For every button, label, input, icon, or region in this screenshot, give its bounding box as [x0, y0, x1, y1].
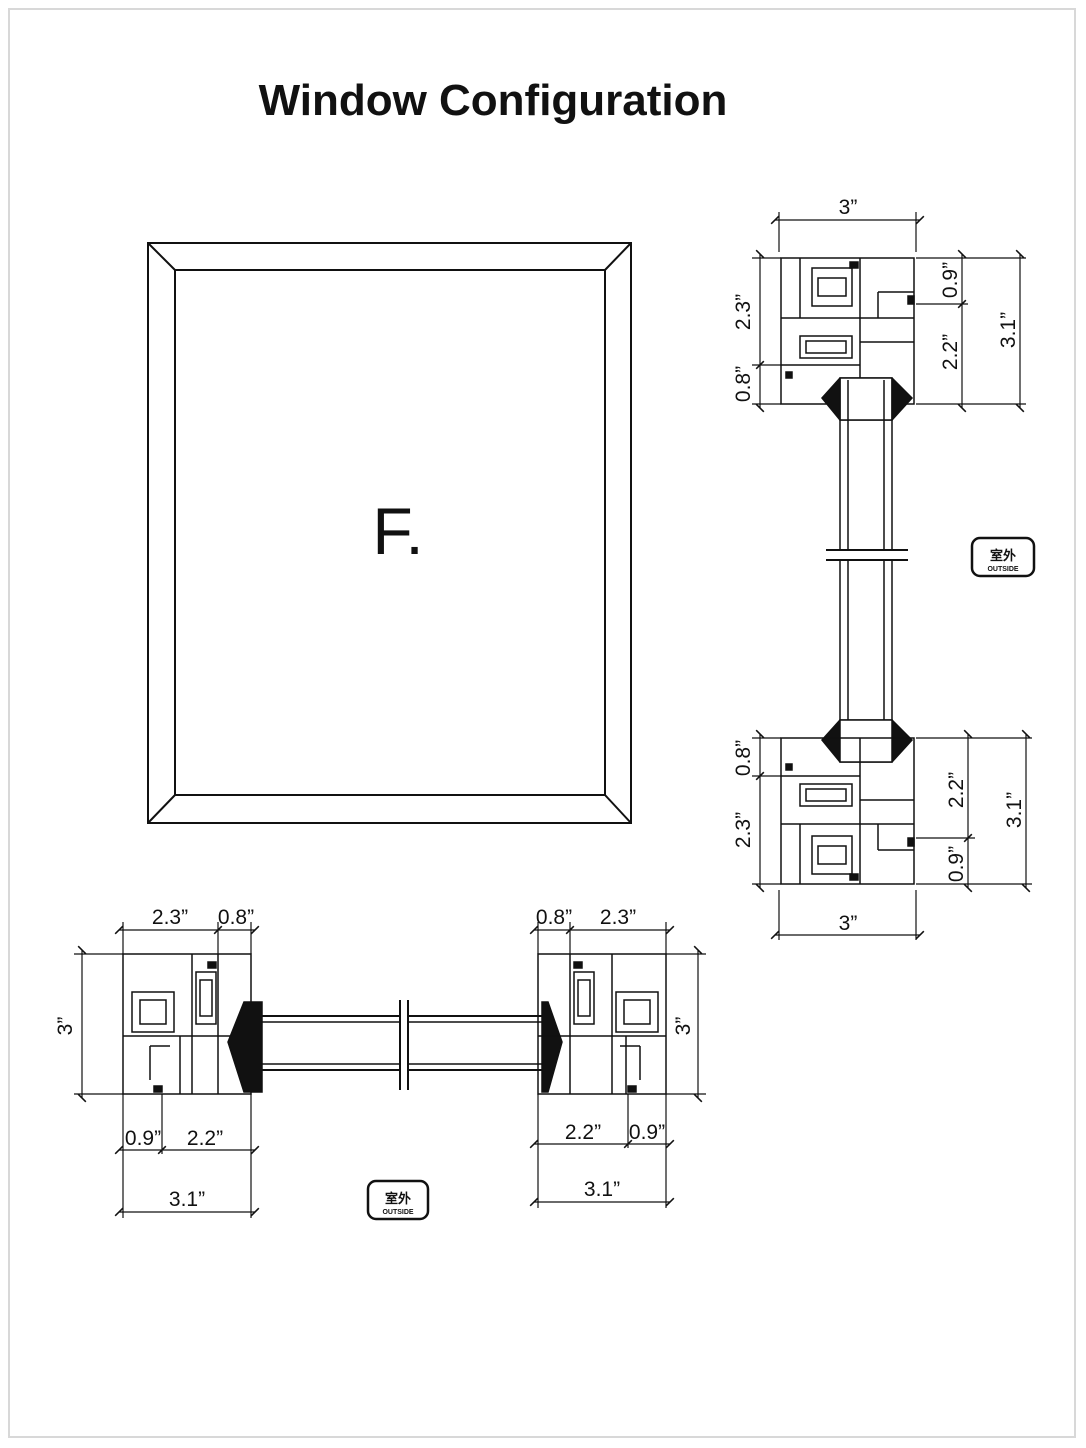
vb-width-label: 3” — [839, 912, 858, 935]
hr-2-2-label: 2.2” — [565, 1121, 601, 1144]
vt-0-8-label: 0.8” — [732, 366, 755, 402]
outside-en-text: OUTSIDE — [382, 1209, 413, 1216]
vb-2-3-label: 2.3” — [732, 812, 755, 848]
vertical-bottom-dimensions — [752, 729, 1032, 940]
outside-cn-text: 室外 — [385, 1191, 411, 1207]
hl-3-label: 3” — [54, 1017, 77, 1036]
hr-0-9-label: 0.9” — [629, 1121, 665, 1144]
vt-3-1-label: 3.1” — [997, 312, 1020, 348]
hr-0-8-label: 0.8” — [536, 906, 572, 929]
hl-0-8-label: 0.8” — [218, 906, 254, 929]
hr-2-3-label: 2.3” — [600, 906, 636, 929]
window-label: F. — [372, 494, 423, 568]
horizontal-left-dimensions — [74, 922, 260, 1218]
horizontal-right-dimensions — [529, 922, 706, 1208]
vertical-section — [752, 212, 1032, 940]
hl-2-3-label: 2.3” — [152, 906, 188, 929]
vb-0-8-label: 0.8” — [732, 740, 755, 776]
horizontal-section — [74, 922, 706, 1218]
vertical-top-dimensions — [752, 212, 1026, 413]
outside-en-text: OUTSIDE — [987, 566, 1018, 573]
vb-0-9-label: 0.9” — [945, 846, 968, 882]
hl-3-1-label: 3.1” — [169, 1188, 205, 1211]
vt-0-9-label: 0.9” — [939, 262, 962, 298]
vertical-bottom-profile — [780, 737, 915, 885]
horizontal-glass-unit — [227, 1000, 563, 1093]
hl-2-2-label: 2.2” — [187, 1127, 223, 1150]
vt-width-label: 3” — [839, 196, 858, 219]
vertical-glass-unit — [821, 377, 914, 763]
vb-3-1-label: 3.1” — [1003, 792, 1026, 828]
horizontal-left-profile — [122, 953, 252, 1095]
hr-3-label: 3” — [672, 1017, 695, 1036]
vt-2-3-label: 2.3” — [732, 294, 755, 330]
horizontal-right-profile — [537, 953, 667, 1095]
vt-2-2-label: 2.2” — [939, 334, 962, 370]
outside-badge-bottom: 室外 OUTSIDE — [366, 1179, 430, 1221]
hl-0-9-label: 0.9” — [125, 1127, 161, 1150]
window-elevation — [147, 242, 632, 824]
outside-badge-right: 室外 OUTSIDE — [970, 536, 1036, 578]
page-title: Window Configuration — [258, 76, 728, 125]
hr-3-1-label: 3.1” — [584, 1178, 620, 1201]
vb-2-2-label: 2.2” — [945, 772, 968, 808]
outside-cn-text: 室外 — [990, 548, 1016, 564]
